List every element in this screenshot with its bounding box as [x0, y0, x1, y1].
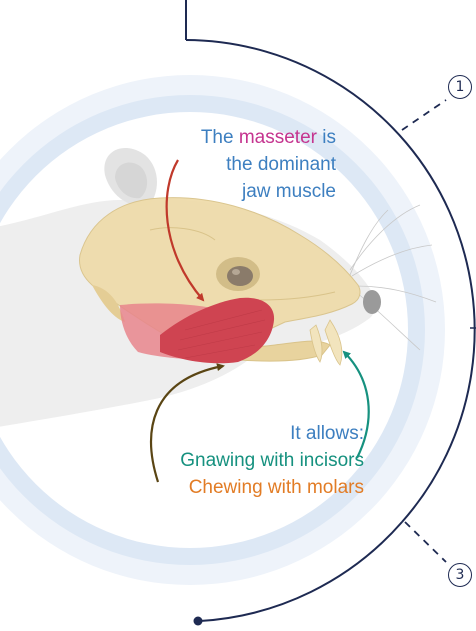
headline-suffix: is [322, 127, 336, 148]
masseter-term: masseter [239, 127, 317, 148]
headline-line-1: The masseter is [201, 128, 336, 147]
step-badge-1[interactable]: 1 [448, 75, 472, 99]
function-molars: Chewing with molars [189, 478, 364, 497]
function-incisors: Gnawing with incisors [180, 451, 364, 470]
connector-step-1 [402, 100, 446, 130]
nose [363, 290, 381, 314]
timeline-end-dot [194, 617, 203, 626]
headline-prefix: The [201, 127, 234, 148]
function-intro: It allows: [290, 424, 364, 443]
headline-line-2: the dominant [226, 155, 336, 174]
step-badge-3[interactable]: 3 [448, 563, 472, 587]
headline-line-3: jaw muscle [242, 182, 336, 201]
connector-step-3 [405, 522, 446, 562]
